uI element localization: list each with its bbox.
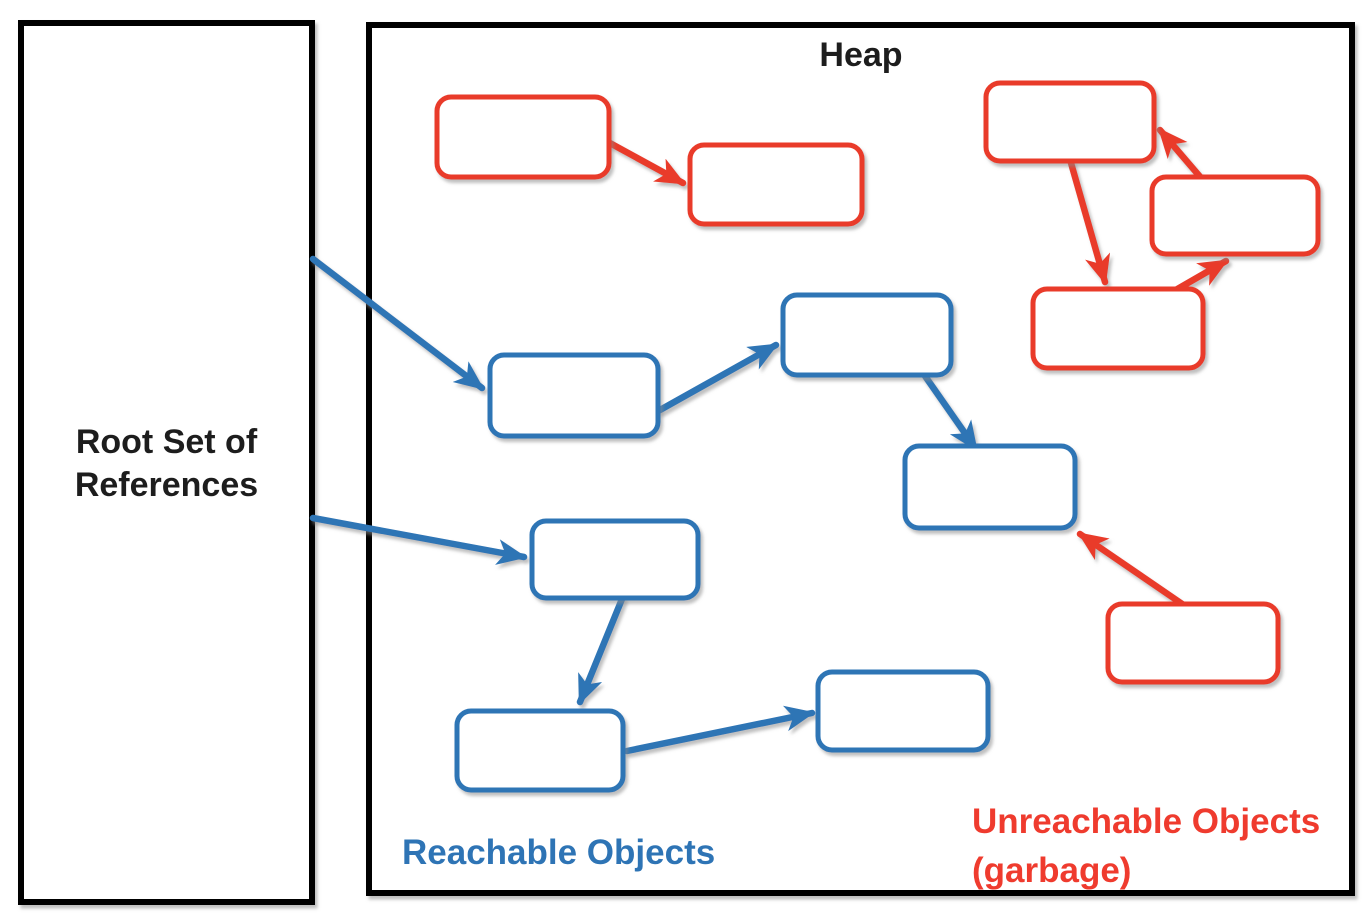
reachable-objects-label: Reachable Objects [402,833,716,872]
edge-reachable-5-to-reachable-6 [623,705,816,755]
node-unreachable-1 [434,94,612,180]
edge-unreachable-6-to-reachable-3 [1076,530,1195,614]
unreachable-objects-label-line1: Unreachable Objects [972,802,1321,841]
edge-unreachable-1-to-unreachable-2 [604,138,687,187]
edge-unreachable-5-to-unreachable-4 [1170,257,1230,295]
root-set-label-line1: Root Set of [75,423,258,461]
edge-root-to-reachable-4 [309,514,528,565]
edge-reachable-1-to-reachable-2 [656,341,780,414]
unreachable-objects-label: Unreachable Objects (garbage) [972,797,1320,895]
root-set-label: Root Set of References [21,421,312,507]
nodes-layer [434,80,1321,793]
node-reachable-2 [780,292,954,378]
edge-reachable-2-to-reachable-3 [921,372,980,453]
root-set-box [18,20,315,905]
root-set-label-line2: References [74,465,259,504]
node-unreachable-2 [687,142,865,227]
edge-unreachable-3-to-unreachable-5 [1067,159,1111,286]
node-unreachable-5 [1030,286,1206,371]
edge-reachable-4-to-reachable-5 [576,595,626,706]
node-reachable-4 [529,518,701,601]
node-unreachable-4 [1149,174,1321,257]
node-reachable-1 [487,352,661,439]
unreachable-objects-label-line2: (garbage) [972,851,1132,890]
node-unreachable-3 [983,80,1157,164]
edges-layer [309,126,1230,763]
node-reachable-3 [902,443,1078,531]
heap-label: Heap [819,36,903,74]
node-reachable-5 [454,708,626,793]
edge-root-to-reachable-1 [309,255,486,392]
edge-unreachable-4-to-unreachable-3 [1156,126,1206,183]
node-unreachable-6 [1105,601,1281,685]
node-reachable-6 [815,669,991,753]
